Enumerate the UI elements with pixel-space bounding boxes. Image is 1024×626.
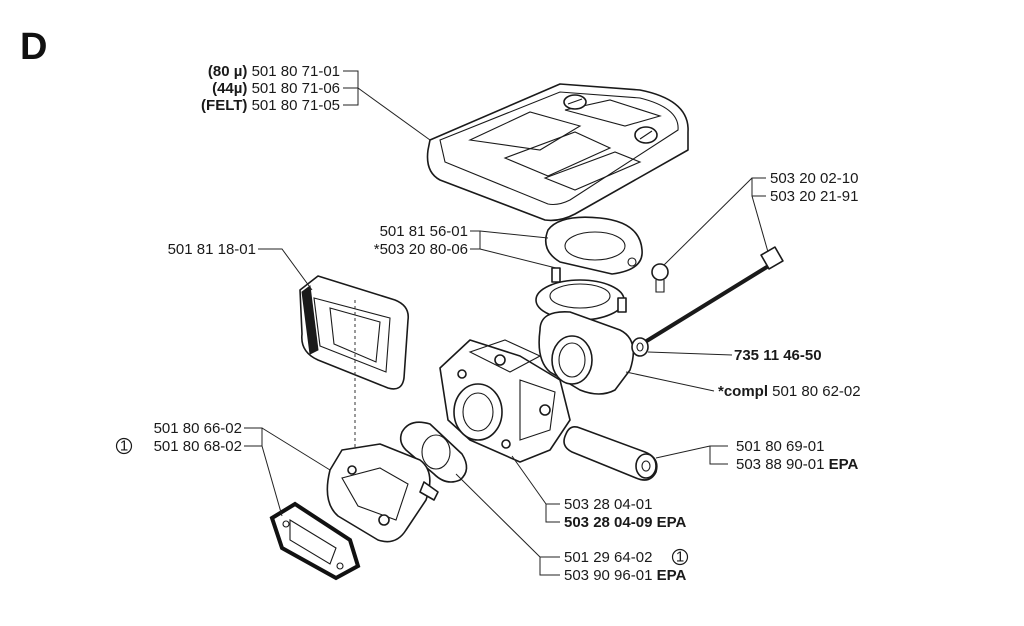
air-filter-label-2: (44µ) 501 80 71-06 [212,80,340,97]
intake-elbow-label-1: 501 80 66-02 [154,420,242,437]
carb-gasket-label-2: 503 90 96-01 EPA [564,567,686,584]
carburetor-label-1: 503 28 04-01 [564,496,652,513]
top-gasket-part [544,216,643,275]
circled-number-icon: 1 [671,549,689,566]
fuel-hose-part [563,426,658,481]
carb-gasket-label-1: 501 29 64-02 [564,549,652,566]
intake-compl-label: *compl 501 80 62-02 [718,383,861,400]
screw-bolt-part [631,246,784,357]
intake-elbow-part [326,443,439,543]
circled-number-icon: 1 [115,438,133,455]
circled-number: 1 [120,438,128,455]
intake-manifold-part [535,267,635,395]
air-filter-label-1: (80 µ) 501 80 71-01 [208,63,340,80]
elbow-gasket-part [269,501,361,581]
carburetor-part [439,339,571,463]
air-filter-label-3: (FELT) 501 80 71-05 [201,97,340,114]
carburetor-gasket-part [399,421,468,483]
gasket-top-label-1: 501 81 56-01 [380,223,468,240]
cover-bracket-label: 501 81 18-01 [168,241,256,258]
cover-bracket-part [299,275,410,390]
leader-lines [244,70,769,576]
screw-label-2: 503 20 21-91 [770,188,858,205]
carburetor-label-2: 503 28 04-09 EPA [564,514,686,531]
intake-elbow-label-2: 501 80 68-02 [154,438,242,455]
circled-number: 1 [676,549,684,566]
hose-label-1: 501 80 69-01 [736,438,824,455]
gasket-top-label-2: *503 20 80-06 [374,241,468,258]
screw-label-1: 503 20 02-10 [770,170,858,187]
air-filter-cover-part [426,83,689,222]
section-letter: D [20,26,48,68]
hose-label-2: 503 88 90-01 EPA [736,456,858,473]
washer-label: 735 11 46-50 [734,347,822,364]
